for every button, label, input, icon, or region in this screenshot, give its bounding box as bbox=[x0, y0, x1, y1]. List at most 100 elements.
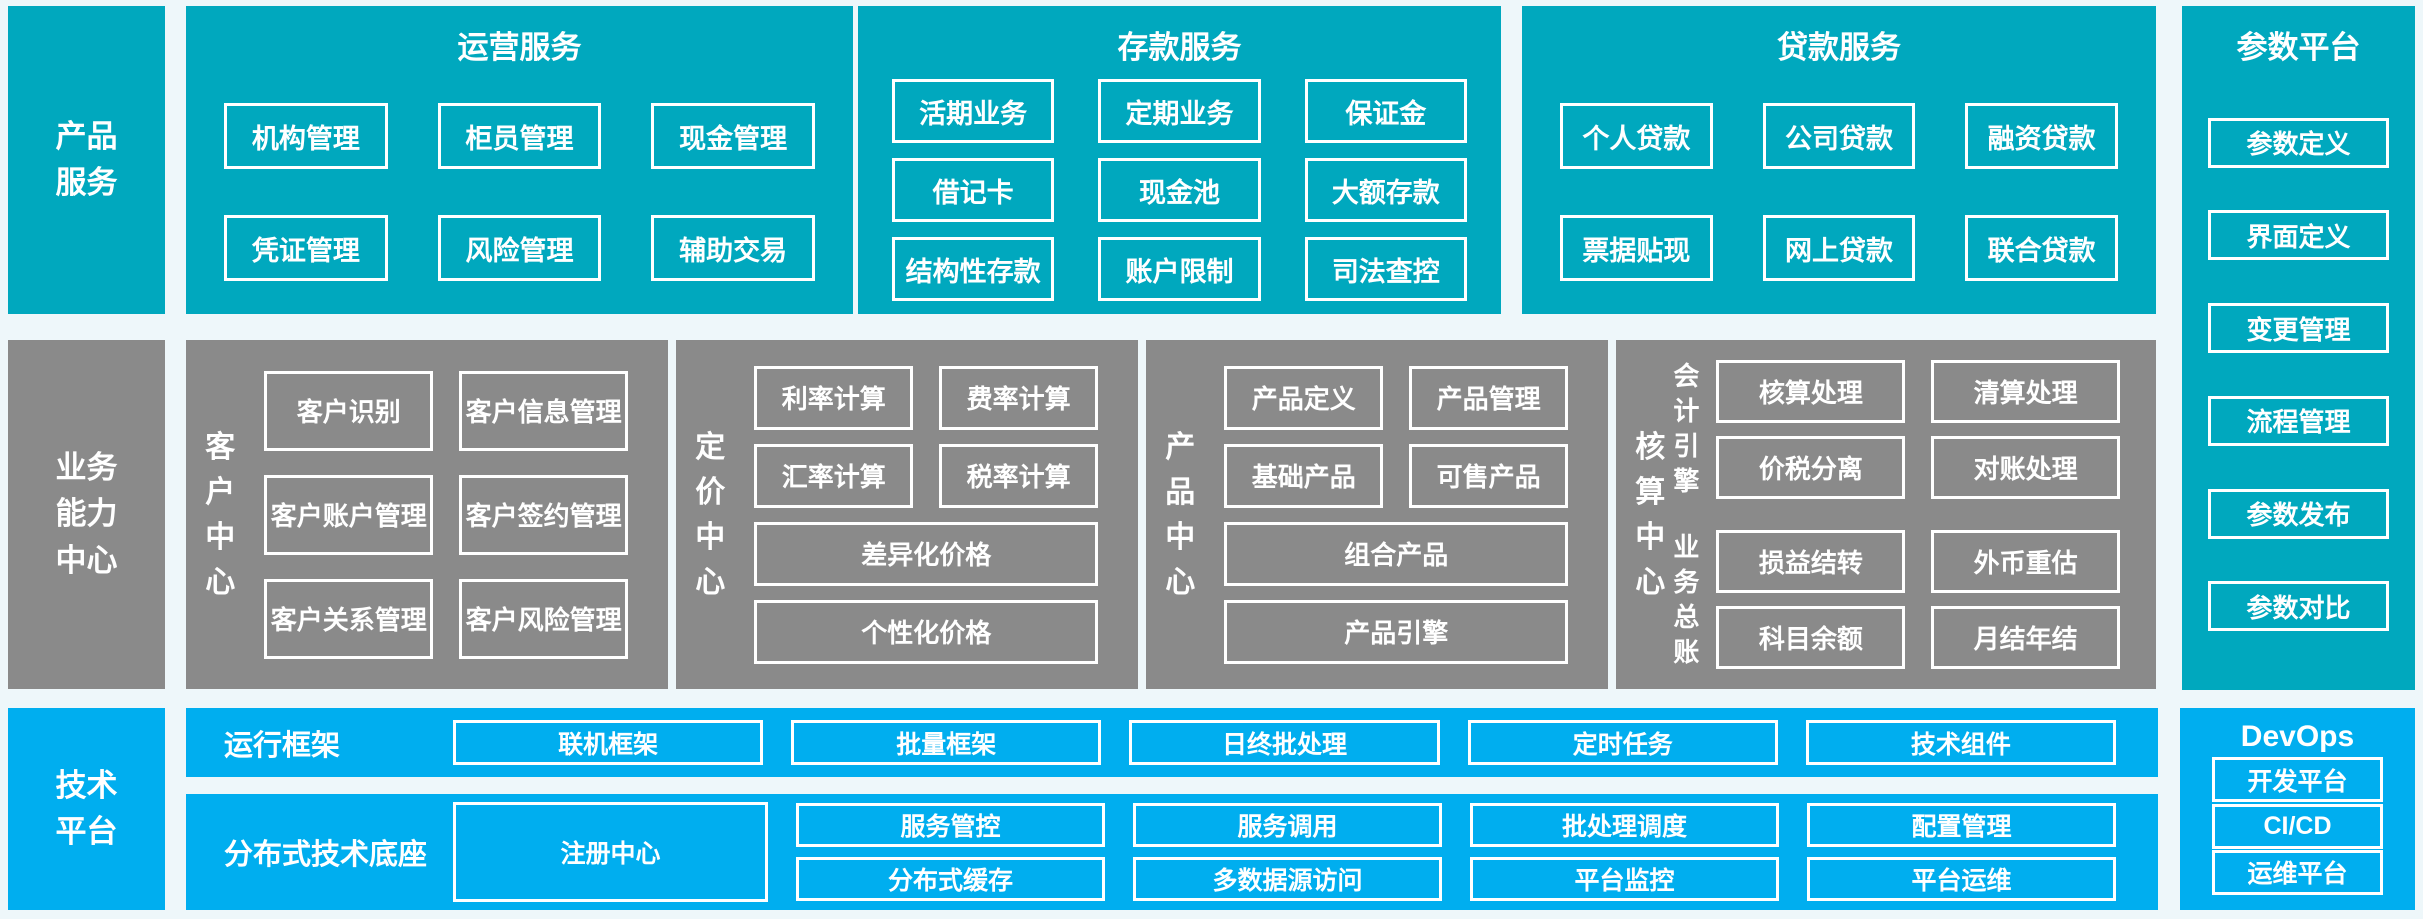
diagram-box-price-tax-separation: 价税分离 bbox=[1716, 435, 1906, 499]
diagram-box-change-mgmt: 变更管理 bbox=[2208, 303, 2389, 354]
customer-center-label: 客户中心 bbox=[205, 430, 236, 599]
diagram-box-tax-calc: 税率计算 bbox=[939, 443, 1098, 508]
diagram-box-product-definition: 产品定义 bbox=[1224, 365, 1384, 430]
diagram-box-customer-relation-mgmt: 客户关系管理 bbox=[264, 578, 434, 659]
panel-parameter-platform: 参数平台 参数定义 界面定义 变更管理 流程管理 参数发布 参数对比 bbox=[2182, 6, 2415, 690]
operations-services-grid: 机构管理 柜员管理 现金管理 凭证管理 风险管理 辅助交易 bbox=[186, 103, 853, 281]
diagram-box-personalized-pricing: 个性化价格 bbox=[754, 599, 1098, 664]
diagram-box-ui-definition: 界面定义 bbox=[2208, 210, 2389, 261]
loan-services-title: 贷款服务 bbox=[1777, 30, 1901, 65]
pricing-center-grid: 利率计算 费率计算 汇率计算 税率计算 差异化价格 个性化价格 bbox=[754, 340, 1098, 689]
diagram-box-customer-identification: 客户识别 bbox=[264, 370, 434, 451]
diagram-box-distributed-cache: 分布式缓存 bbox=[796, 857, 1105, 901]
diagram-box-financing-loan: 融资贷款 bbox=[1965, 103, 2118, 169]
diagram-box-customer-account-mgmt: 客户账户管理 bbox=[264, 474, 434, 555]
diagram-box-process-mgmt: 流程管理 bbox=[2208, 395, 2389, 446]
distributed-base-boxes: 注册中心 服务管控 分布式缓存 服务调用 多数据源访问 批处理调度 平台监控 配… bbox=[453, 802, 2116, 902]
section-customer-center: 客户中心 客户识别 客户信息管理 客户账户管理 客户签约管理 客户关系管理 客户… bbox=[186, 340, 668, 689]
distributed-base-col-1: 服务管控 分布式缓存 bbox=[796, 803, 1105, 901]
customer-center-grid: 客户识别 客户信息管理 客户账户管理 客户签约管理 客户关系管理 客户风险管理 bbox=[264, 340, 628, 689]
diagram-box-batch-scheduling: 批处理调度 bbox=[1470, 803, 1779, 847]
diagram-box-platform-ops: 平台运维 bbox=[1807, 857, 2116, 901]
diagram-box-parameter-definition: 参数定义 bbox=[2208, 117, 2389, 168]
diagram-box-judicial-control: 司法查控 bbox=[1304, 237, 1467, 301]
business-ledger-group: 业务总账 损益结转 外币重估 科目余额 月结年结 bbox=[1672, 530, 2120, 670]
diagram-box-cash-pool: 现金池 bbox=[1098, 158, 1261, 222]
diagram-box-cash-mgmt: 现金管理 bbox=[651, 103, 815, 169]
diagram-box-batch-framework: 批量框架 bbox=[791, 720, 1102, 765]
diagram-box-exchange-calc: 汇率计算 bbox=[754, 443, 914, 508]
diagram-box-bill-discount: 票据贴现 bbox=[1560, 215, 1713, 281]
deposit-services-title: 存款服务 bbox=[1117, 30, 1242, 65]
accounting-center-groups: 会计引擎 核算处理 清算处理 价税分离 对账处理 业务总账 损益结转 外币重估 … bbox=[1672, 340, 2120, 689]
diagram-box-ops-platform: 运维平台 bbox=[2212, 849, 2383, 895]
diagram-box-service-governance: 服务管控 bbox=[796, 803, 1105, 847]
accounting-engine-grid: 核算处理 清算处理 价税分离 对账处理 bbox=[1716, 359, 2120, 499]
accounting-engine-group: 会计引擎 核算处理 清算处理 价税分离 对账处理 bbox=[1672, 359, 2120, 499]
diagram-box-online-framework: 联机框架 bbox=[453, 720, 764, 765]
pricing-center-label: 定价中心 bbox=[695, 430, 726, 599]
diagram-box-personal-loan: 个人贷款 bbox=[1560, 103, 1713, 169]
diagram-box-parameter-release: 参数发布 bbox=[2208, 488, 2389, 539]
section-product-center: 产品中心 产品定义 产品管理 基础产品 可售产品 组合产品 产品引擎 bbox=[1146, 340, 1608, 689]
sidebar-business-capability: 业务 能力 中心 bbox=[8, 340, 165, 689]
diagram-box-online-loan: 网上贷款 bbox=[1762, 215, 1916, 281]
diagram-box-registry-center: 注册中心 bbox=[453, 802, 768, 902]
devops-title: DevOps bbox=[2240, 720, 2355, 753]
diagram-box-eod-batch: 日终批处理 bbox=[1129, 720, 1440, 765]
deposit-services-grid: 活期业务 定期业务 保证金 借记卡 现金池 大额存款 结构性存款 账户限制 司法… bbox=[858, 79, 1501, 301]
accounting-engine-label: 会计引擎 bbox=[1673, 361, 1700, 497]
diagram-box-differentiated-pricing: 差异化价格 bbox=[754, 521, 1098, 586]
distributed-base-col-2: 服务调用 多数据源访问 bbox=[1133, 803, 1442, 901]
distributed-base-col-3: 批处理调度 平台监控 bbox=[1470, 803, 1779, 901]
technology-platform-label: 技术 平台 bbox=[55, 767, 118, 850]
product-center-grid: 产品定义 产品管理 基础产品 可售产品 组合产品 产品引擎 bbox=[1224, 340, 1568, 689]
section-accounting-center: 核算中心 会计引擎 核算处理 清算处理 价税分离 对账处理 业务总账 损益结转 … bbox=[1616, 340, 2156, 689]
product-center-label: 产品中心 bbox=[1165, 430, 1196, 599]
diagram-box-base-product: 基础产品 bbox=[1224, 443, 1384, 508]
diagram-box-clearing-processing: 清算处理 bbox=[1931, 359, 2120, 423]
diagram-box-fee-calc: 费率计算 bbox=[939, 365, 1098, 430]
diagram-box-voucher-mgmt: 凭证管理 bbox=[224, 215, 388, 281]
business-ledger-grid: 损益结转 外币重估 科目余额 月结年结 bbox=[1716, 530, 2120, 670]
band-distributed-base: 分布式技术底座 注册中心 服务管控 分布式缓存 服务调用 多数据源访问 批处理调… bbox=[186, 794, 2158, 910]
sidebar-product-services: 产品 服务 bbox=[8, 6, 165, 314]
diagram-box-month-year-end: 月结年结 bbox=[1931, 606, 2120, 670]
parameter-platform-list: 参数定义 界面定义 变更管理 流程管理 参数发布 参数对比 bbox=[2182, 67, 2415, 690]
diagram-box-parameter-compare: 参数对比 bbox=[2208, 581, 2389, 632]
diagram-box-sellable-product: 可售产品 bbox=[1409, 443, 1568, 508]
diagram-box-profit-loss-carryover: 损益结转 bbox=[1716, 530, 1906, 594]
diagram-box-risk-mgmt: 风险管理 bbox=[437, 215, 602, 281]
runtime-framework-boxes: 联机框架 批量框架 日终批处理 定时任务 技术组件 bbox=[453, 720, 2117, 765]
diagram-box-margin-deposit: 保证金 bbox=[1304, 79, 1467, 143]
diagram-box-syndicated-loan: 联合贷款 bbox=[1965, 215, 2118, 281]
diagram-box-product-engine: 产品引擎 bbox=[1224, 599, 1568, 664]
diagram-box-account-restriction: 账户限制 bbox=[1098, 237, 1261, 301]
diagram-box-dev-platform: 开发平台 bbox=[2212, 757, 2383, 803]
diagram-box-config-mgmt: 配置管理 bbox=[1807, 803, 2116, 847]
sidebar-technology-platform: 技术 平台 bbox=[8, 708, 165, 910]
diagram-box-interest-calc: 利率计算 bbox=[754, 365, 914, 430]
diagram-box-debit-card: 借记卡 bbox=[892, 158, 1055, 222]
runtime-framework-label: 运行框架 bbox=[224, 729, 341, 762]
diagram-box-accounting-processing: 核算处理 bbox=[1716, 359, 1906, 423]
diagram-box-time-deposit: 定期业务 bbox=[1098, 79, 1261, 143]
accounting-center-label: 核算中心 bbox=[1635, 430, 1666, 599]
diagram-box-combined-product: 组合产品 bbox=[1224, 521, 1568, 586]
section-deposit-services: 存款服务 活期业务 定期业务 保证金 借记卡 现金池 大额存款 结构性存款 账户… bbox=[858, 6, 1501, 314]
distributed-base-label: 分布式技术底座 bbox=[224, 839, 428, 871]
diagram-box-teller-mgmt: 柜员管理 bbox=[437, 103, 602, 169]
diagram-box-subject-balance: 科目余额 bbox=[1716, 606, 1906, 670]
band-runtime-framework: 运行框架 联机框架 批量框架 日终批处理 定时任务 技术组件 bbox=[186, 708, 2158, 777]
diagram-box-large-deposit: 大额存款 bbox=[1304, 158, 1467, 222]
diagram-box-demand-deposit: 活期业务 bbox=[892, 79, 1055, 143]
diagram-box-scheduled-task: 定时任务 bbox=[1467, 720, 1778, 765]
diagram-box-corporate-loan: 公司贷款 bbox=[1762, 103, 1916, 169]
diagram-box-foreign-currency-revaluation: 外币重估 bbox=[1931, 530, 2120, 594]
diagram-box-auxiliary-trade: 辅助交易 bbox=[651, 215, 815, 281]
diagram-box-product-mgmt: 产品管理 bbox=[1409, 365, 1568, 430]
parameter-platform-title: 参数平台 bbox=[2236, 30, 2361, 65]
loan-services-grid: 个人贷款 公司贷款 融资贷款 票据贴现 网上贷款 联合贷款 bbox=[1522, 103, 2156, 281]
section-pricing-center: 定价中心 利率计算 费率计算 汇率计算 税率计算 差异化价格 个性化价格 bbox=[676, 340, 1138, 689]
